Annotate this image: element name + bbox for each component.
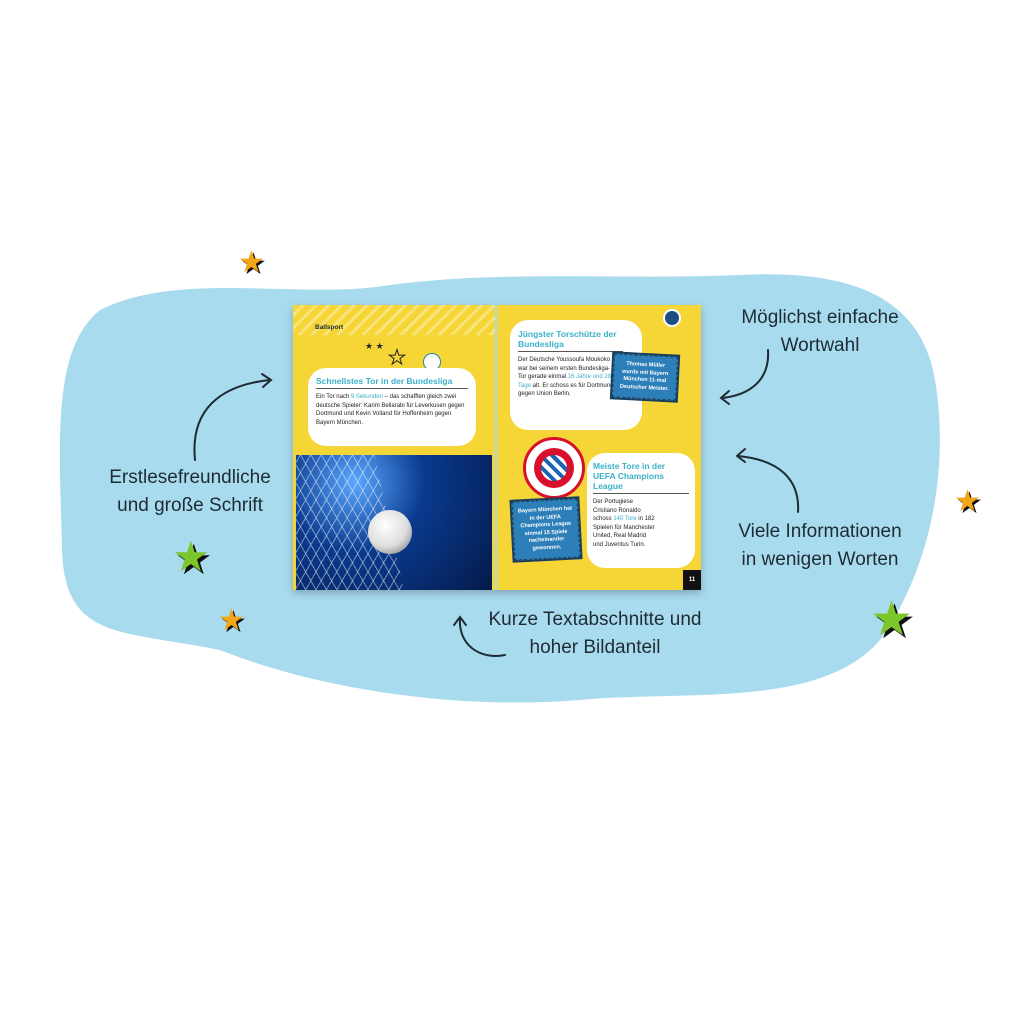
fact-card: Schnellstes Tor in der Bundesliga Ein To… <box>308 368 476 446</box>
star-icon: ★ <box>218 604 245 637</box>
fact-card: Jüngster Torschütze der Bundesliga Der D… <box>510 320 642 430</box>
fc-bayern-logo <box>523 437 585 499</box>
fact-note: Bayern München hat in der UEFA Champions… <box>509 496 583 563</box>
card-heading: Meiste Tore in der UEFA Champions League <box>593 461 689 494</box>
star-icon: ★ <box>870 593 914 646</box>
page-number: 11 <box>683 570 701 590</box>
right-page: Jüngster Torschütze der Bundesliga Der D… <box>497 305 701 590</box>
card-heading: Schnellstes Tor in der Bundesliga <box>316 376 468 389</box>
fact-note: Thomas Müller wurde mit Bayern München 1… <box>609 351 681 403</box>
star-icon: ★ <box>238 246 265 279</box>
section-label: Ballsport <box>315 324 344 331</box>
card-text: Der Portugiese Cristiano Ronaldo schoss … <box>593 499 655 548</box>
card-text: Ein Tor nach 9 Sekunden – das schafften … <box>316 394 465 426</box>
fact-card: Meiste Tore in der UEFA Champions League… <box>587 453 695 568</box>
football-image <box>368 510 412 554</box>
star-outline-icon: ★ <box>388 347 407 370</box>
star-icon: ★ <box>172 533 210 580</box>
goal-photo <box>296 455 492 590</box>
star-icon: ★ <box>954 485 981 518</box>
card-text: Der Deutsche Youssoufa Moukoko war bei s… <box>518 357 614 397</box>
record-badge-icon <box>663 309 681 327</box>
left-page: Ballsport ★ ★ ★ Schnellstes Tor in der B… <box>293 305 495 590</box>
star-icon: ★ ★ <box>365 341 384 351</box>
book-spread: Ballsport ★ ★ ★ Schnellstes Tor in der B… <box>293 305 701 590</box>
card-heading: Jüngster Torschütze der Bundesliga <box>518 329 623 352</box>
